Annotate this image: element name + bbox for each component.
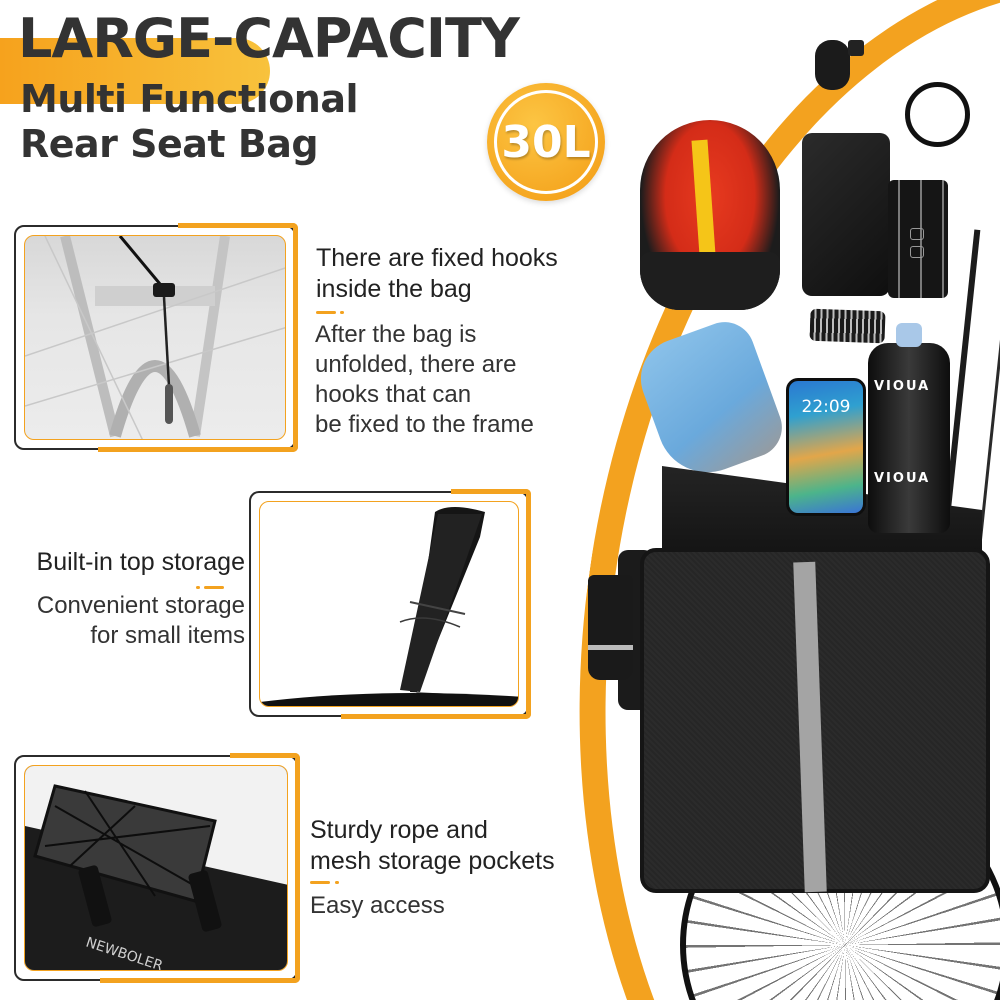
water-bottle-image: VIOUA VIOUA (868, 323, 950, 533)
key-fob-icon (815, 40, 850, 90)
feature-rope-mesh-title: Sturdy rope and mesh storage pockets (310, 815, 555, 877)
feature-hooks-description: After the bag is unfolded, there are hoo… (315, 320, 534, 440)
subtitle-line-2: Rear Seat Bag (20, 122, 319, 166)
feature-hooks-body-line-4: be fixed to the frame (315, 411, 534, 438)
feature-rope-mesh-title-line-2: mesh storage pockets (310, 847, 555, 875)
frame-accent (178, 223, 298, 228)
bag-bottle-holder (588, 575, 633, 680)
feature-hooks-title-line-2: inside the bag (316, 275, 472, 303)
key-icon (848, 40, 864, 56)
feature-top-storage-body-line-1: Convenient storage (36, 592, 245, 619)
bike-light-image (888, 180, 948, 298)
feature-top-storage-description: Convenient storage for small items (0, 591, 245, 651)
frame-accent (341, 714, 531, 719)
light-mode-button-icon (910, 228, 924, 240)
bungee-pocket-illustration: NEWBOLER (25, 766, 287, 970)
multi-tool-image (809, 308, 886, 344)
feature-top-storage-title: Built-in top storage (36, 548, 245, 576)
power-button-icon (910, 246, 924, 258)
reflective-strip (588, 645, 633, 650)
feature-hooks-body-line-1: After the bag is (315, 321, 477, 348)
helmet-visor (640, 252, 780, 310)
feature-rope-mesh-description: Easy access (310, 892, 445, 919)
frame-accent (293, 223, 298, 452)
power-bank-image (802, 133, 890, 296)
feature-hooks-body-line-2: unfolded, there are (315, 351, 517, 378)
capacity-badge-label: 30L (501, 117, 591, 168)
bottle-brand: VIOUA (874, 379, 931, 394)
rear-seat-bag-main (640, 548, 990, 893)
top-lid-pocket-photo (259, 501, 519, 707)
frame-accent (295, 753, 300, 983)
phone-clock: 22:09 (801, 397, 851, 417)
orange-divider (310, 881, 340, 884)
feature-hooks-body-line-3: hooks that can (315, 381, 472, 408)
feature-top-storage-body-line-2: for small items (90, 622, 245, 649)
frame-accent (100, 978, 300, 983)
bike-frame-hook-illustration (25, 236, 285, 439)
frame-accent (526, 489, 531, 719)
frame-accent (230, 753, 300, 758)
feature-hooks-title: There are fixed hooks inside the bag (316, 243, 558, 305)
capacity-badge: 30L (487, 83, 605, 201)
orange-divider (196, 586, 226, 589)
title-highlight-swoosh (0, 38, 270, 104)
subtitle-line-1: Multi Functional (20, 77, 359, 121)
feature-hooks-image-frame (14, 223, 298, 452)
feature-top-storage-image-frame (249, 489, 531, 719)
feature-hooks-title-line-1: There are fixed hooks (316, 244, 558, 272)
helmet-image (640, 120, 780, 310)
smartphone-image: 22:09 (786, 378, 866, 516)
frame-accent (451, 489, 531, 494)
orange-divider (316, 311, 346, 314)
usb-cable-icon (905, 82, 970, 147)
frame-accent (98, 447, 298, 452)
bottle-brand-logo: VIOUA (874, 471, 931, 486)
page-title: LARGE-CAPACITY (18, 7, 520, 70)
helmet-stripe (691, 139, 717, 271)
reflective-strip (793, 561, 827, 893)
bottle-cap (896, 323, 922, 347)
hook-strap-photo (24, 235, 286, 440)
bungee-cord-pocket-photo: NEWBOLER (24, 765, 288, 971)
feature-rope-mesh-image-frame: NEWBOLER (14, 753, 300, 983)
open-lid-illustration (260, 507, 518, 706)
feature-rope-mesh-title-line-1: Sturdy rope and (310, 816, 488, 844)
